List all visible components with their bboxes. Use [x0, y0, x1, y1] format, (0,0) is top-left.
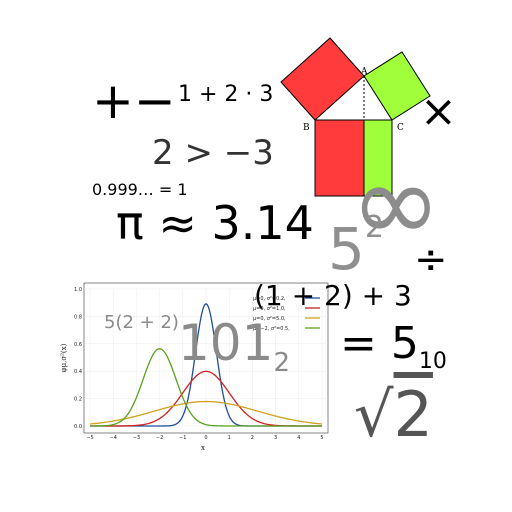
leg-square-ac	[363, 51, 431, 121]
vertex-b-label: B	[303, 123, 310, 133]
x-tick-label: 0	[204, 435, 207, 441]
y-tick-label: 0.6	[74, 342, 82, 348]
repeating-decimal-expression: 0.999… = 1	[92, 180, 188, 199]
x-tick-label: −2	[156, 435, 163, 441]
binary-base: 2	[273, 348, 290, 378]
decimal-base: 10	[418, 348, 447, 374]
pi-approximation: π ≈ 3.14	[116, 196, 314, 250]
infinity-symbol: ∞	[350, 139, 442, 267]
chart-ticks: −5 −4 −3 −2 −1 0 1 2 3 4 5 0.0 0.2 0.4 0.6 0.8 1.0	[74, 287, 324, 441]
x-tick-label: −4	[110, 435, 117, 441]
binary-number: 1012	[178, 318, 290, 376]
distributive-expression: 5(2 + 2)	[104, 312, 179, 333]
five-exponent: 2	[364, 209, 384, 245]
y-tick-label: 0.0	[74, 424, 82, 430]
x-tick-label: 5	[320, 435, 323, 441]
decimal-value: = 5	[340, 318, 419, 369]
series-curve	[90, 348, 322, 427]
y-tick-label: 0.2	[74, 397, 82, 403]
legend-entry-label: μ=0, σ²=5.0,	[253, 316, 286, 322]
vertex-a-label: A	[360, 67, 368, 77]
x-tick-label: −5	[86, 435, 93, 441]
normal-distribution-chart: −5 −4 −3 −2 −1 0 1 2 3 4 5 0.0 0.2 0.4 0.6 0.8 1.0 x φμ,…	[60, 282, 329, 452]
sum-expression: 1 + 2 · 3	[178, 82, 274, 107]
chart-xlabel: x	[201, 444, 205, 452]
times-symbol: ×	[420, 86, 457, 137]
y-tick-label: 0.4	[74, 369, 82, 375]
series-curve	[89, 400, 323, 425]
hypotenuse-square-right	[363, 119, 393, 197]
legend-entry-label: μ=0, σ²=0.2,	[253, 296, 286, 302]
division-symbol: ÷	[414, 237, 448, 283]
chart-legend: μ=0, σ²=0.2, μ=0, σ²=1.0, μ=0, σ²=5.0, μ=−2…	[253, 296, 320, 332]
sqrt-radicand: 2	[393, 378, 433, 451]
binary-digits: 101	[178, 314, 274, 372]
inequality-expression: 2 > −3	[152, 133, 274, 173]
x-tick-label: 1	[228, 435, 231, 441]
vertex-c-label: C	[397, 123, 404, 133]
five-squared: 52	[328, 212, 384, 278]
parenthesis-expression: (1 + 2) + 3	[254, 279, 412, 312]
pythagoras-diagram: A B C	[280, 37, 431, 197]
x-tick-label: −1	[179, 435, 186, 441]
decimal-number: = 510	[340, 322, 447, 373]
five-base: 5	[328, 215, 365, 283]
x-tick-label: 2	[251, 435, 254, 441]
y-tick-label: 1.0	[74, 287, 82, 293]
legend-entry-label: μ=−2, σ²=0.5,	[253, 326, 290, 332]
square-root-two: √2	[354, 378, 433, 451]
plus-minus-symbol: +−	[92, 72, 176, 130]
chart-curves	[89, 303, 323, 427]
x-tick-label: 4	[297, 435, 300, 441]
x-tick-label: −3	[133, 435, 140, 441]
legend-entry-label: μ=0, σ²=1.0,	[253, 306, 286, 312]
chart-ylabel: φμ,σ²(x)	[60, 343, 68, 372]
y-tick-label: 0.8	[74, 314, 82, 320]
leg-square-ab	[280, 37, 365, 121]
x-tick-label: 3	[274, 435, 277, 441]
